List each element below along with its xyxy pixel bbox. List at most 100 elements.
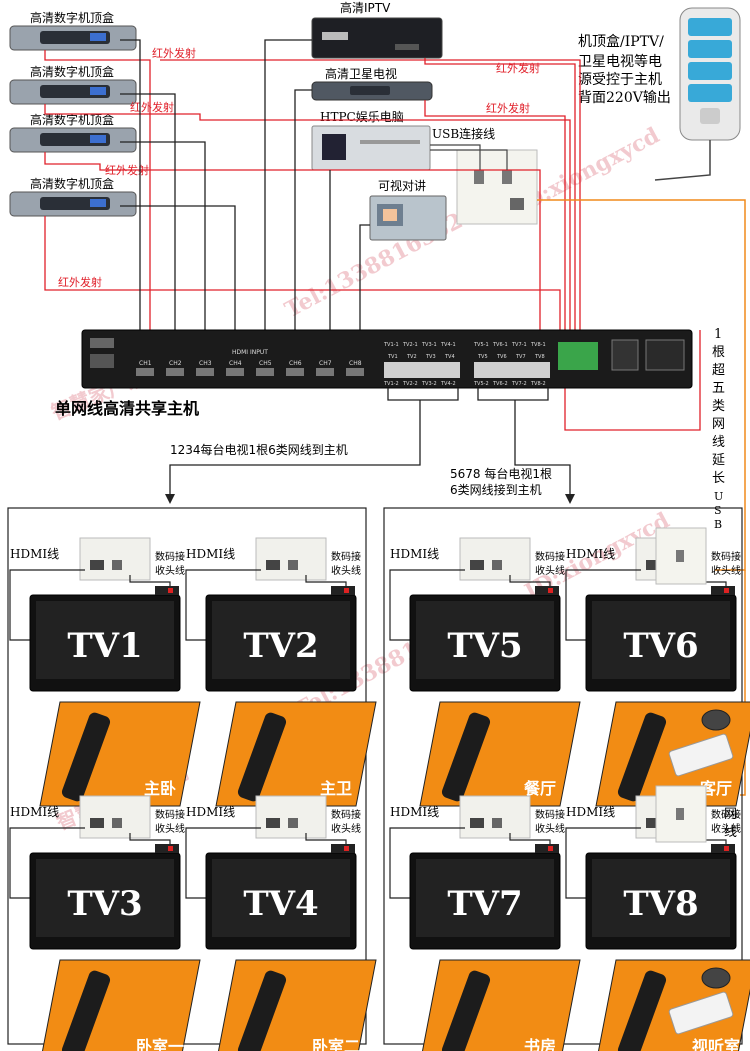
port-top-label: TV8-1 bbox=[530, 342, 546, 348]
wall-panel bbox=[255, 795, 327, 839]
hdmi-cable-label: HDMI线 bbox=[186, 547, 235, 561]
port-bottom-label: TV4-2 bbox=[440, 381, 456, 387]
power-inlet bbox=[611, 339, 639, 371]
right-cable-note: 5678 每台电视1根 bbox=[450, 466, 552, 481]
ir-receiver-label: 数码接 bbox=[711, 808, 741, 821]
usb-cables bbox=[430, 144, 508, 170]
ch-label: CH4 bbox=[229, 360, 242, 367]
usb-ext-char: U bbox=[714, 490, 723, 503]
ir-receiver-label: 收头线 bbox=[535, 564, 565, 577]
port-label: TV7 bbox=[515, 354, 526, 360]
ir-labels: 红外发射 红外发射 红外发射 红外发射 红外发射 红外发射 bbox=[58, 46, 540, 289]
power-note-line: 背面220V输出 bbox=[578, 90, 671, 106]
remote-icon bbox=[617, 712, 667, 802]
room-name: 卧室二 bbox=[312, 1037, 360, 1051]
port-top-label: TV7-1 bbox=[511, 342, 527, 348]
power-note: 机顶盒/IPTV/ 卫星电视等电 源受控于主机 背面220V输出 bbox=[578, 33, 671, 106]
port-label: TV1 bbox=[387, 354, 398, 360]
hdmi-cable-label: HDMI线 bbox=[566, 805, 615, 819]
keyboard-icon bbox=[668, 991, 734, 1035]
ch-label: CH2 bbox=[169, 360, 182, 367]
room-group-left bbox=[7, 507, 367, 1045]
room-name: 卧室一 bbox=[136, 1037, 184, 1051]
ir-label: 红外发射 bbox=[496, 61, 540, 75]
hdmi-cable-label: HDMI线 bbox=[566, 547, 615, 561]
usb-ext-char: 长 bbox=[712, 471, 725, 486]
tv-cell: HDMI线数码接收头线TV6客厅 bbox=[565, 527, 750, 807]
usb-wall-panel bbox=[456, 149, 538, 225]
hdmi-ports bbox=[136, 368, 364, 376]
hdmi-cable-label: HDMI线 bbox=[186, 805, 235, 819]
tv-name: TV1 bbox=[67, 626, 142, 666]
iptv-device: 高清IPTV bbox=[311, 0, 443, 59]
tv-cell: HDMI线数码接收头线TV3卧室一 bbox=[9, 795, 201, 1051]
port-bottom-label: TV1-2 bbox=[383, 381, 399, 387]
iptv-label: 高清IPTV bbox=[340, 0, 391, 15]
port-label: TV5 bbox=[477, 354, 488, 360]
ir-receiver-label: 数码接 bbox=[535, 550, 565, 563]
tv-cell: HDMI线数码接收头线TV1主卧 bbox=[9, 537, 201, 807]
ir-receiver-label: 数码接 bbox=[155, 550, 185, 563]
ch-label: CH8 bbox=[349, 360, 362, 367]
hdmi-cable-label: HDMI线 bbox=[390, 547, 439, 561]
tv-name: TV2 bbox=[243, 626, 318, 666]
remote-icon bbox=[61, 970, 111, 1051]
cat5-char: 线 bbox=[724, 825, 737, 840]
mouse-icon bbox=[701, 967, 731, 989]
port-top-label: TV5-1 bbox=[473, 342, 489, 348]
port-top-label: TV1-1 bbox=[383, 342, 399, 348]
ir-receiver-label: 收头线 bbox=[155, 564, 185, 577]
wall-panel bbox=[459, 537, 531, 581]
htpc-label: HTPC娱乐电脑 bbox=[320, 110, 404, 124]
ir-receiver-label: 数码接 bbox=[155, 808, 185, 821]
remote-icon bbox=[237, 712, 287, 802]
port-bottom-label: TV8-2 bbox=[530, 381, 546, 387]
ir-terminal-block bbox=[558, 342, 598, 370]
port-label: TV3 bbox=[425, 354, 436, 360]
ir-receiver-label: 收头线 bbox=[711, 564, 741, 577]
ir-receiver-label: 收头线 bbox=[155, 822, 185, 835]
tv-cell: HDMI线数码接收头线TV4卧室二 bbox=[185, 795, 377, 1051]
usb-ext-char: 延 bbox=[712, 453, 725, 468]
usb-ext-char: 1 bbox=[714, 327, 722, 342]
tv-cells: HDMI线数码接收头线TV1主卧HDMI线数码接收头线TV2主卫HDMI线数码接… bbox=[9, 527, 750, 1051]
ch-label: CH7 bbox=[319, 360, 332, 367]
stb-device: 高清数字机顶盒 bbox=[9, 10, 137, 51]
remote-icon bbox=[617, 970, 667, 1051]
power-strip bbox=[654, 7, 741, 181]
remote-icon bbox=[441, 970, 491, 1051]
port-bottom-label: TV3-2 bbox=[421, 381, 437, 387]
ir-receiver-label: 收头线 bbox=[711, 822, 741, 835]
arrow-left-room bbox=[165, 494, 175, 504]
stb-label: 高清数字机顶盒 bbox=[30, 10, 114, 25]
remote-icon bbox=[441, 712, 491, 802]
ir-receiver-label: 收头线 bbox=[331, 564, 361, 577]
power-note-line: 源受控于主机 bbox=[578, 72, 662, 88]
tv-name: TV5 bbox=[447, 626, 522, 666]
hdmi-cable-label: HDMI线 bbox=[10, 547, 59, 561]
port-top-label: TV3-1 bbox=[421, 342, 437, 348]
wall-panel bbox=[255, 537, 327, 581]
tv-name: TV3 bbox=[67, 884, 142, 924]
ir-receiver-label: 数码接 bbox=[711, 550, 741, 563]
host-device: HDMI INPUT CH1 CH2 CH3 CH4 CH5 CH6 CH7 C… bbox=[81, 329, 693, 389]
ir-label: 红外发射 bbox=[152, 46, 196, 60]
ir-label: 红外发射 bbox=[486, 101, 530, 115]
stb-stack: 高清数字机顶盒 高清数字机顶盒 高清数字机顶盒 高清数字机顶盒 bbox=[9, 10, 137, 217]
usb-ext-char: S bbox=[714, 504, 722, 517]
ir-receiver-label: 收头线 bbox=[331, 822, 361, 835]
arrow-right-room bbox=[565, 494, 575, 504]
ir-receiver-label: 数码接 bbox=[331, 550, 361, 563]
ir-label: 红外发射 bbox=[130, 100, 174, 114]
port-label: TV2 bbox=[406, 354, 417, 360]
port-label: TV8 bbox=[534, 354, 545, 360]
tv-name: TV6 bbox=[623, 626, 698, 666]
tv-cell: HDMI线数码接收头线TV7书房 bbox=[389, 795, 581, 1051]
usb-ext-char: 线 bbox=[712, 435, 725, 450]
stb-device: 高清数字机顶盒 bbox=[9, 112, 137, 153]
tv-cell: HDMI线数码接收头线TV5餐厅 bbox=[389, 537, 581, 807]
room-name: 主卫 bbox=[320, 779, 352, 798]
intercom-device: 可视对讲 bbox=[369, 178, 447, 241]
stb-label: 高清数字机顶盒 bbox=[30, 112, 114, 127]
